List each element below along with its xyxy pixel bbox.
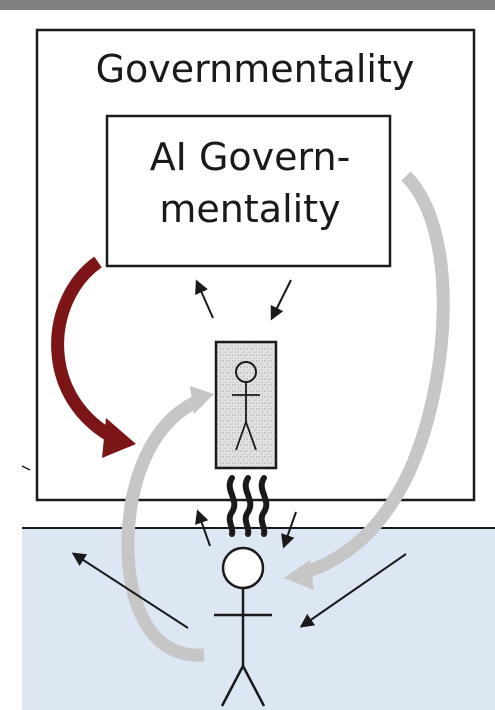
arrow-wavy-up-left — [195, 509, 211, 547]
digital-person-icon — [214, 340, 278, 470]
grey-arrow-left — [121, 386, 214, 662]
arrow-ground-right — [299, 553, 407, 628]
ai-governmentality-line1: AI Govern- — [150, 135, 351, 179]
wavy-lines-icon — [226, 475, 270, 537]
left-margin — [0, 10, 22, 710]
left-tick — [21, 465, 31, 471]
person-figure-icon — [214, 546, 272, 707]
ai-governmentality-box — [105, 114, 392, 268]
red-curved-arrow — [51, 256, 136, 458]
arrow-down-right — [270, 279, 292, 321]
arrow-wavy-down-right — [281, 511, 297, 549]
governmentality-title: Governmentality — [96, 47, 415, 91]
ai-governmentality-line2: mentality — [159, 187, 340, 231]
grey-arrow-right — [284, 171, 450, 590]
top-bar — [0, 0, 495, 10]
arrow-ground-left — [71, 552, 189, 629]
arrow-up-left — [195, 279, 214, 319]
